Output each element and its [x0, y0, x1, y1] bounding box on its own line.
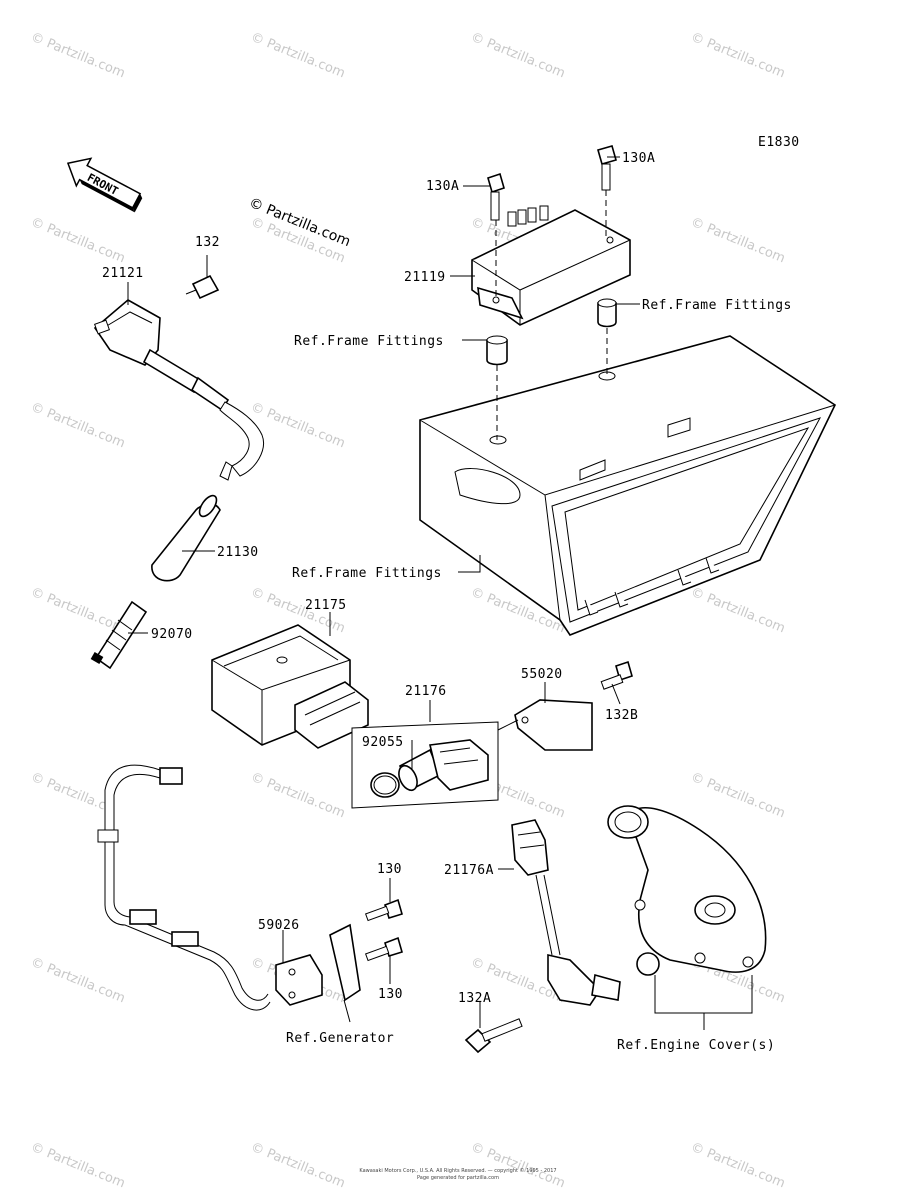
- label-ref-frame-right: Ref.Frame Fittings: [642, 298, 792, 313]
- label-132: 132: [195, 235, 220, 250]
- bolt-130A-left: [487, 172, 505, 221]
- label-132B: 132B: [605, 708, 638, 723]
- leader-lines: [127, 156, 753, 1030]
- label-130-bottom: 130: [378, 987, 403, 1002]
- spark-plug-92070: [90, 600, 148, 670]
- label-55020: 55020: [521, 667, 563, 682]
- watermark-text: © Partzilla.com: [689, 1140, 788, 1191]
- pickup-coil-59026: [275, 954, 323, 1006]
- watermark-text: © Partzilla.com: [29, 400, 128, 451]
- label-92055: 92055: [362, 735, 404, 750]
- bolt-130A-top: [597, 145, 617, 191]
- igniter-21119: [471, 205, 631, 326]
- label-21175: 21175: [305, 598, 347, 613]
- label-130A-left: 130A: [426, 179, 459, 194]
- ignition-coil-21121: [93, 299, 264, 481]
- grommet-left: [486, 335, 508, 366]
- bracket-55020: [514, 699, 593, 751]
- label-21176A: 21176A: [444, 863, 494, 878]
- label-21130: 21130: [217, 545, 259, 560]
- watermark-text: © Partzilla.com: [249, 770, 348, 821]
- o-ring-engine-cover: [636, 952, 660, 976]
- label-21121: 21121: [102, 266, 144, 281]
- watermark-text: © Partzilla.com: [29, 215, 128, 266]
- label-130A-top: 130A: [622, 151, 655, 166]
- watermark-text: © Partzilla.com: [689, 215, 788, 266]
- plug-cap-21130: [151, 494, 221, 582]
- watermark-text: © Partzilla.com: [249, 30, 348, 81]
- label-ref-frame-left: Ref.Frame Fittings: [294, 334, 444, 349]
- watermark-text: © Partzilla.com: [469, 30, 568, 81]
- footer-line-1: Kawasaki Motors Corp., U.S.A. All Rights…: [359, 1167, 556, 1174]
- bolt-132A: [464, 1018, 523, 1054]
- watermark-text: © Partzilla.com: [689, 585, 788, 636]
- label-ref-frame-bottom: Ref.Frame Fittings: [292, 566, 442, 581]
- generator-harness: [97, 764, 271, 1011]
- bolt-130-bottom: [364, 936, 403, 962]
- speed-sensor-21176: [398, 739, 489, 792]
- label-21176: 21176: [405, 684, 447, 699]
- grommet-right: [597, 298, 617, 328]
- label-59026: 59026: [258, 918, 300, 933]
- bolt-132: [185, 274, 220, 300]
- footer: Kawasaki Motors Corp., U.S.A. All Rights…: [359, 1167, 556, 1181]
- o-ring-92055: [370, 772, 400, 798]
- watermark-text: © Partzilla.com: [689, 30, 788, 81]
- diagram-code: E1830: [758, 135, 800, 150]
- label-ref-engine-cover: Ref.Engine Cover(s): [617, 1038, 775, 1053]
- cdi-unit-21175: [211, 624, 369, 749]
- bolt-132B: [600, 660, 633, 690]
- gear-sensor-21176A: [511, 819, 621, 1006]
- watermark-text: © Partzilla.com: [29, 955, 128, 1006]
- bolt-130-top: [364, 898, 403, 922]
- watermark-text: © Partzilla.com: [249, 1140, 348, 1191]
- engine-cover: [607, 805, 767, 973]
- generator-bracket: [329, 923, 361, 1002]
- callout-labels: 130A 130A 21119 Ref.Frame Fittings Ref.F…: [102, 151, 792, 1053]
- footer-line-2: Page generated for partzilla.com: [417, 1175, 499, 1181]
- label-92070: 92070: [151, 627, 193, 642]
- watermark-text: © Partzilla.com: [29, 1140, 128, 1191]
- label-21119: 21119: [404, 270, 446, 285]
- watermark-text: © Partzilla.com: [469, 1140, 568, 1191]
- label-132A: 132A: [458, 991, 491, 1006]
- label-ref-generator: Ref.Generator: [286, 1031, 394, 1046]
- watermark-text: © Partzilla.com: [689, 770, 788, 821]
- watermark-text: © Partzilla.com: [29, 585, 128, 636]
- front-arrow-icon: FRONT: [66, 157, 143, 213]
- label-130-top: 130: [377, 862, 402, 877]
- battery-case-frame: [419, 335, 837, 636]
- watermark-text: © Partzilla.com: [29, 30, 128, 81]
